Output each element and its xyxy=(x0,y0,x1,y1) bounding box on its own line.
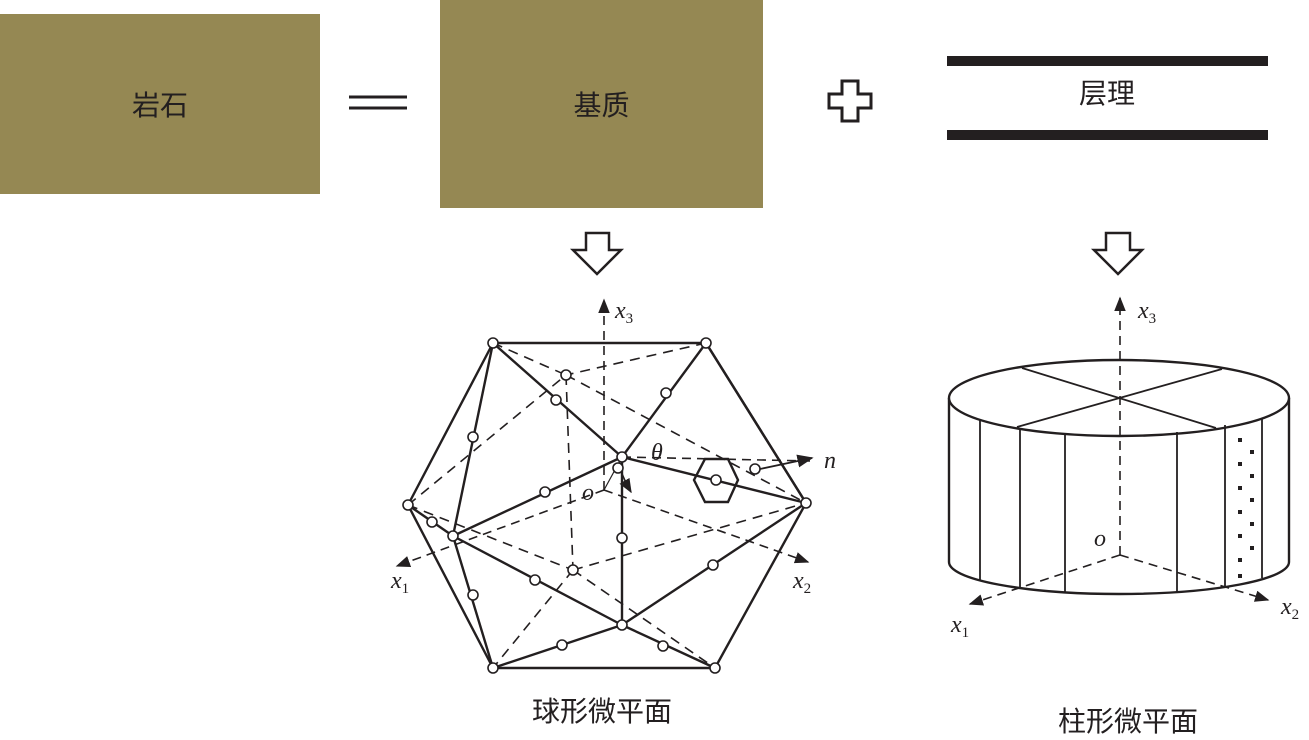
rock-label: 岩石 xyxy=(131,89,188,122)
rock-box: 岩石 xyxy=(0,14,320,194)
theta-label: θ xyxy=(651,440,663,466)
sphere-caption: 球形微平面 xyxy=(532,695,673,728)
bedding-lines xyxy=(947,56,1268,140)
origin-label-left: o xyxy=(582,480,594,506)
x2-label-right: x2 xyxy=(1280,594,1299,623)
dotted-microplane-strip xyxy=(1238,438,1254,578)
x2-label-left: x2 xyxy=(792,568,811,597)
x1-label-left: x1 xyxy=(390,568,409,597)
origin-label-right: o xyxy=(1094,526,1106,552)
x2-axis-left xyxy=(603,489,810,564)
matrix-label: 基质 xyxy=(573,89,630,122)
x1-axis-left xyxy=(395,489,605,567)
bedding-label: 层理 xyxy=(1078,77,1135,110)
cylinder-caption: 柱形微平面 xyxy=(1058,705,1199,738)
cylinder-microplane-diagram xyxy=(947,296,1291,606)
plus-sign xyxy=(827,79,873,123)
x1-axis-right xyxy=(968,554,1121,606)
down-arrow-right xyxy=(1090,231,1146,276)
equals-sign xyxy=(349,95,407,110)
x1-label-right: x1 xyxy=(950,612,969,641)
normal-label: n xyxy=(824,448,836,474)
x3-label-left: x3 xyxy=(614,298,633,327)
down-arrow-left xyxy=(569,231,625,276)
x2-axis-right xyxy=(1119,554,1270,602)
microplane-hexagon xyxy=(692,457,740,504)
matrix-box: 基质 xyxy=(440,0,763,208)
sphere-microplane-diagram xyxy=(395,298,814,674)
x3-label-right: x3 xyxy=(1137,298,1156,327)
